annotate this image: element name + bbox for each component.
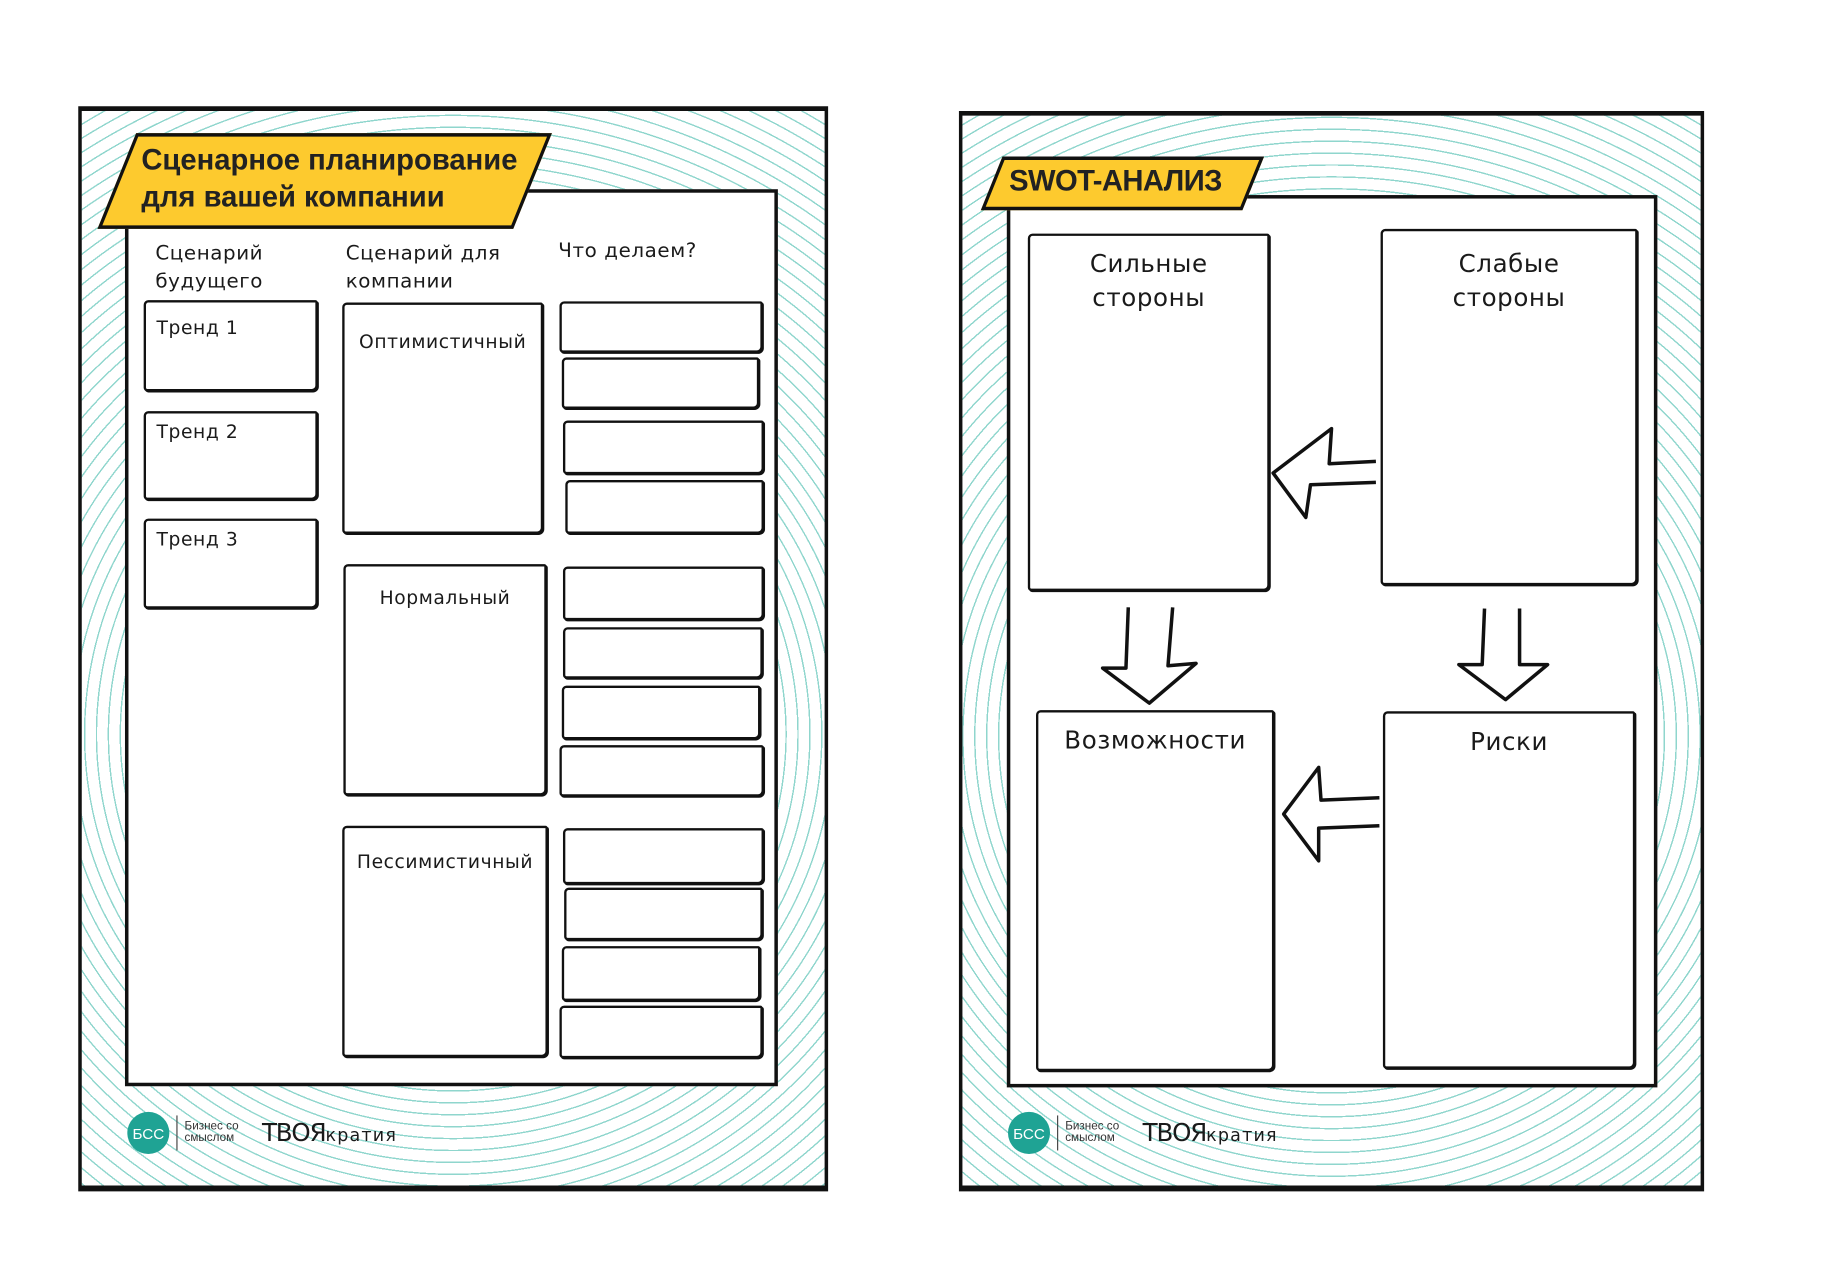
- label-line: Слабые: [1458, 249, 1560, 278]
- header-line: компании: [345, 269, 454, 294]
- label-line: Сильные: [1089, 249, 1208, 278]
- trend-box[interactable]: Тренд 2: [143, 411, 318, 500]
- trend-box[interactable]: Тренд 3: [143, 518, 318, 609]
- action-box[interactable]: [559, 745, 764, 797]
- logo-divider: [1057, 1115, 1059, 1151]
- column-header-actions: Что делаем?: [558, 239, 697, 263]
- title-line-1: Сценарное планирование: [141, 143, 518, 177]
- header-line: Сценарий для: [345, 241, 501, 266]
- bss-logo-circle: БСС: [127, 1111, 170, 1154]
- trend-label: Тренд 3: [156, 527, 239, 551]
- bss-logo-circle: БСС: [1007, 1111, 1051, 1154]
- column-header-company: Сценарий для компании: [346, 239, 501, 295]
- action-box[interactable]: [565, 480, 764, 534]
- action-box[interactable]: [564, 887, 763, 941]
- brand-main: ТВОЯ: [261, 1118, 327, 1147]
- action-box[interactable]: [561, 946, 761, 1001]
- brand-logo: ТВОЯкратия: [262, 1119, 397, 1147]
- trend-label: Тренд 2: [156, 420, 239, 443]
- brand-main: ТВОЯ: [1142, 1118, 1208, 1147]
- action-box[interactable]: [559, 301, 763, 353]
- page-title: Сценарное планирование для вашей компани…: [141, 141, 517, 216]
- quadrant-label: Слабые стороны: [1383, 248, 1635, 316]
- arrow-left-icon: [1271, 426, 1376, 520]
- scenario-label: Оптимистичный: [359, 330, 527, 353]
- action-box[interactable]: [562, 828, 764, 885]
- column-header-future: Сценарий будущего: [155, 239, 263, 295]
- action-box[interactable]: [562, 627, 763, 679]
- label-line: стороны: [1452, 283, 1566, 312]
- label-line: стороны: [1092, 283, 1206, 312]
- logo-divider: [176, 1115, 178, 1151]
- scenario-box-normal[interactable]: Нормальный: [343, 564, 547, 796]
- quadrant-label: Возможности: [1064, 726, 1246, 755]
- title-line-2: для вашей компании: [141, 181, 445, 214]
- swot-opportunities[interactable]: Возможности: [1036, 710, 1275, 1072]
- trend-box[interactable]: Тренд 1: [143, 300, 318, 392]
- logo-text: Бизнес со: [184, 1120, 239, 1133]
- header-line: будущего: [155, 269, 264, 294]
- action-box[interactable]: [561, 357, 760, 409]
- arrow-down-icon: [1457, 608, 1550, 702]
- action-box[interactable]: [562, 566, 764, 621]
- arrow-down-icon: [1100, 607, 1198, 705]
- logo-text: Бизнес со: [1065, 1120, 1120, 1133]
- trend-label: Тренд 1: [156, 316, 239, 339]
- swot-threats[interactable]: Риски: [1382, 711, 1636, 1069]
- brand-suffix: кратия: [1206, 1124, 1278, 1146]
- quadrant-label: Сильные стороны: [1030, 248, 1267, 316]
- action-box[interactable]: [559, 1005, 763, 1059]
- action-box[interactable]: [562, 420, 764, 475]
- swot-strengths[interactable]: Сильные стороны: [1027, 233, 1270, 592]
- logo-text: смыслом: [1065, 1131, 1115, 1145]
- quadrant-label: Риски: [1470, 727, 1549, 756]
- page-title: SWOT-АНАЛИЗ: [1009, 164, 1222, 198]
- swot-weaknesses[interactable]: Слабые стороны: [1380, 228, 1638, 586]
- brand-suffix: кратия: [325, 1124, 398, 1146]
- scenario-box-optimistic[interactable]: Оптимистичный: [342, 302, 544, 534]
- header-line: Сценарий: [155, 241, 264, 266]
- action-box[interactable]: [561, 685, 761, 740]
- arrow-left-icon: [1281, 765, 1380, 863]
- scenario-label: Пессимистичный: [356, 850, 534, 873]
- scenario-box-pessimistic[interactable]: Пессимистичный: [342, 825, 548, 1058]
- logo-text: смыслом: [184, 1131, 235, 1145]
- scenario-label: Нормальный: [379, 586, 511, 609]
- brand-logo: ТВОЯкратия: [1143, 1119, 1278, 1147]
